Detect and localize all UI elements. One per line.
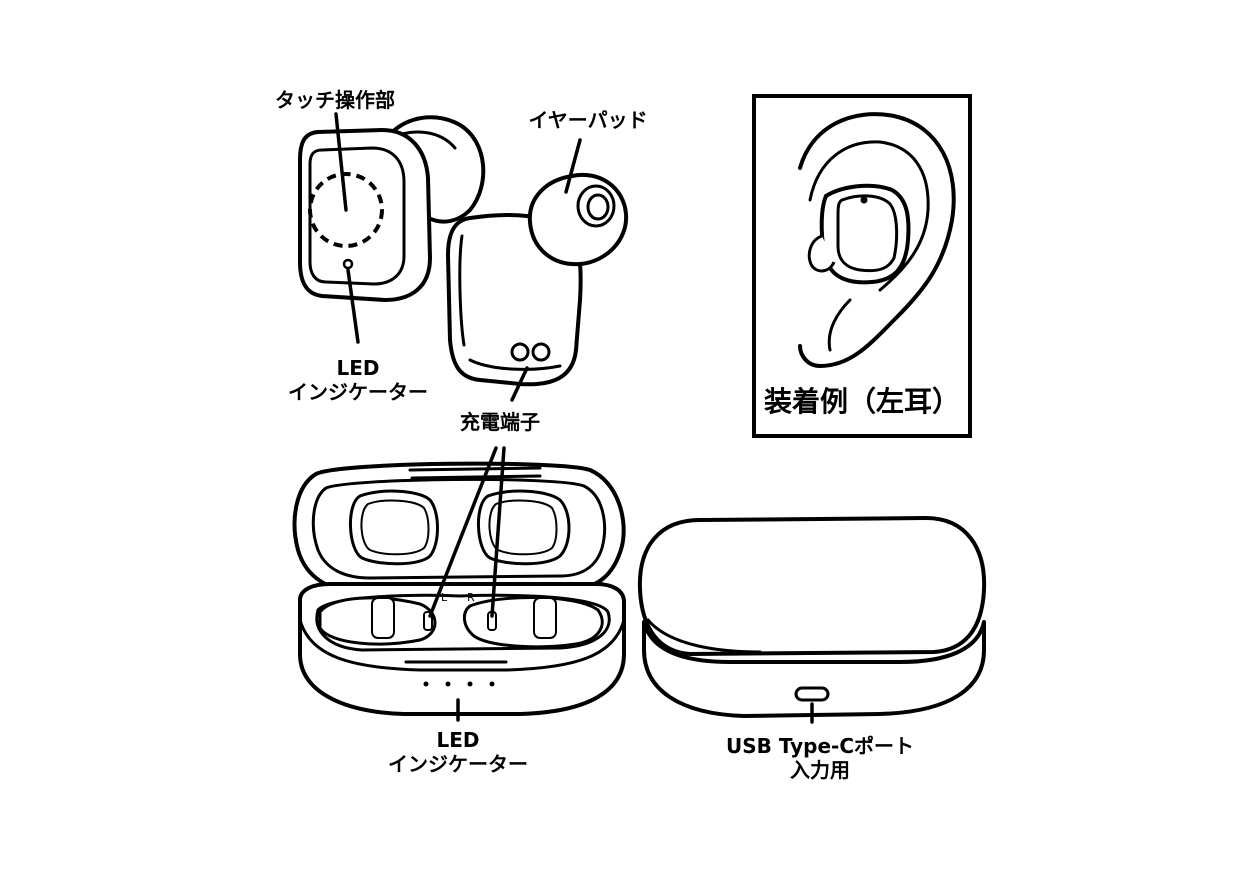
label-wearing-example: 装着例（左耳） [754,386,970,418]
touch-area-icon [308,172,384,248]
label-usb-line1: USB Type-Cポート [725,734,915,758]
label-led-earbud-line1: LED [336,356,380,380]
case-led-dot-icon [423,681,429,687]
case-mark-right: R [467,591,475,604]
label-wearing-text: 装着例（左耳） [763,385,960,418]
charging-contact-icon [531,342,551,362]
label-led-case: LED インジケーター [368,728,548,776]
label-led-case-line1: LED [436,728,480,752]
label-led-case-line2: インジケーター [388,752,528,776]
label-touch-control: タッチ操作部 [250,88,420,112]
case-led-dot-icon [489,681,495,687]
case-led-dot-icon [445,681,451,687]
open-charging-case: L R [292,446,626,722]
wearing-example-box [752,94,972,438]
case-led-dot-icon [467,681,473,687]
case-mark-left: L [441,591,448,604]
label-earpad-text: イヤーパッド [528,108,648,132]
label-touch-text: タッチ操作部 [275,88,395,112]
usb-c-port-icon [794,686,830,702]
label-led-earbud: LED インジケーター [268,356,448,404]
label-charging-terminal: 充電端子 [440,410,560,434]
led-dot-icon [342,258,354,270]
closed-charging-case [637,516,987,724]
earbud-front-view [298,112,486,344]
label-charging-text: 充電端子 [460,410,540,434]
label-usb-port: USB Type-Cポート 入力用 [700,734,940,782]
label-led-earbud-line2: インジケーター [288,380,428,404]
earbud-back-view [446,138,629,402]
charging-contact-icon [510,342,530,362]
label-usb-line2: 入力用 [790,758,850,782]
label-earpad: イヤーパッド [508,108,668,132]
